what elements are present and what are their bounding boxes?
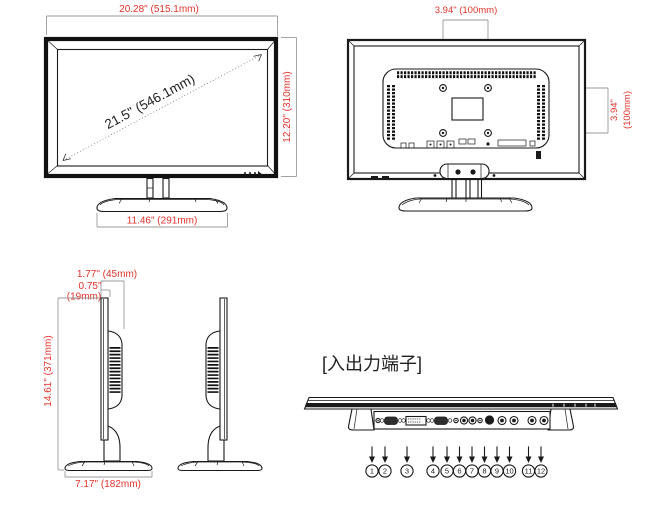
port-number-4: 4 bbox=[431, 467, 435, 476]
side-height-label: 14.61" (371mm) bbox=[43, 335, 54, 406]
port-number-8: 8 bbox=[482, 467, 486, 476]
port-number-7: 7 bbox=[470, 467, 474, 476]
rear-vent-panel bbox=[382, 68, 550, 149]
side-height-dimension: 14.61" (371mm) bbox=[43, 297, 100, 471]
side-depth-dimension: 1.77" (45mm) bbox=[77, 269, 137, 329]
side-profile-left bbox=[64, 297, 153, 472]
port-number-1: 1 bbox=[370, 467, 374, 476]
port-callout-arrows bbox=[369, 446, 544, 463]
bottom-view: [入出力端子] bbox=[303, 354, 619, 478]
io-terminals-title: [入出力端子] bbox=[322, 354, 422, 374]
vesa-horizontal-label: 3.94" (100mm) bbox=[435, 5, 498, 16]
osd-button-strip bbox=[552, 403, 596, 407]
port-number-10: 10 bbox=[505, 467, 513, 476]
front-view: 20.28" (515.1mm) 12.20" (310mm) 21.5" (5… bbox=[43, 4, 297, 228]
vesa-mount-holes bbox=[439, 84, 492, 137]
front-width-dimension: 20.28" (515.1mm) bbox=[46, 4, 278, 36]
vesa-vertical-label-1: 3.94" bbox=[609, 99, 620, 121]
port-number-12: 12 bbox=[537, 467, 545, 476]
rear-connectors bbox=[371, 138, 541, 179]
side-views: 1.77" (45mm) 0.75" (19mm) 14.61" (371mm)… bbox=[43, 269, 263, 490]
side-thickness-label-2: (19mm) bbox=[67, 292, 101, 303]
port-number-9: 9 bbox=[495, 467, 499, 476]
port-number-11: 11 bbox=[525, 467, 533, 476]
front-width-label: 20.28" (515.1mm) bbox=[119, 4, 199, 15]
rear-view: 3.94" (100mm) 3.94" (100mm) bbox=[346, 5, 633, 212]
port-number-badges: 1 2 3 4 5 6 7 8 9 10 11 12 bbox=[365, 464, 548, 478]
front-height-label: 12.20" (310mm) bbox=[282, 71, 293, 142]
right-hinge-foot bbox=[547, 408, 575, 431]
dsub-connector-1 bbox=[379, 416, 403, 425]
front-stand bbox=[96, 177, 228, 213]
rear-label-plate bbox=[451, 97, 484, 121]
bottom-cabinet bbox=[303, 396, 619, 431]
left-hinge-foot bbox=[347, 408, 375, 431]
side-base-dimension: 7.17" (182mm) bbox=[64, 471, 153, 490]
side-thickness-label-1: 0.75" bbox=[78, 281, 101, 292]
front-base-dimension: 11.46" (291mm) bbox=[96, 213, 228, 228]
side-depth-label: 1.77" (45mm) bbox=[77, 269, 137, 280]
port-number-6: 6 bbox=[457, 467, 461, 476]
front-monitor-outline bbox=[43, 36, 279, 179]
connector-recess bbox=[373, 410, 551, 430]
kensington-lock-slot bbox=[536, 151, 541, 159]
port-number-2: 2 bbox=[383, 467, 387, 476]
dsub-connector-2 bbox=[429, 416, 453, 425]
front-base-label: 11.46" (291mm) bbox=[127, 216, 198, 227]
side-thickness-dimension: 0.75" (19mm) bbox=[67, 281, 111, 303]
port-number-5: 5 bbox=[445, 467, 449, 476]
vesa-vertical-label-2: (100mm) bbox=[622, 91, 633, 129]
front-height-dimension: 12.20" (310mm) bbox=[281, 37, 297, 177]
side-profile-right bbox=[177, 297, 263, 472]
front-bezel-buttons bbox=[244, 171, 263, 175]
bottom-connectors bbox=[375, 415, 549, 426]
rear-stand bbox=[398, 163, 533, 212]
port-number-3: 3 bbox=[405, 467, 409, 476]
side-base-label: 7.17" (182mm) bbox=[75, 479, 141, 490]
